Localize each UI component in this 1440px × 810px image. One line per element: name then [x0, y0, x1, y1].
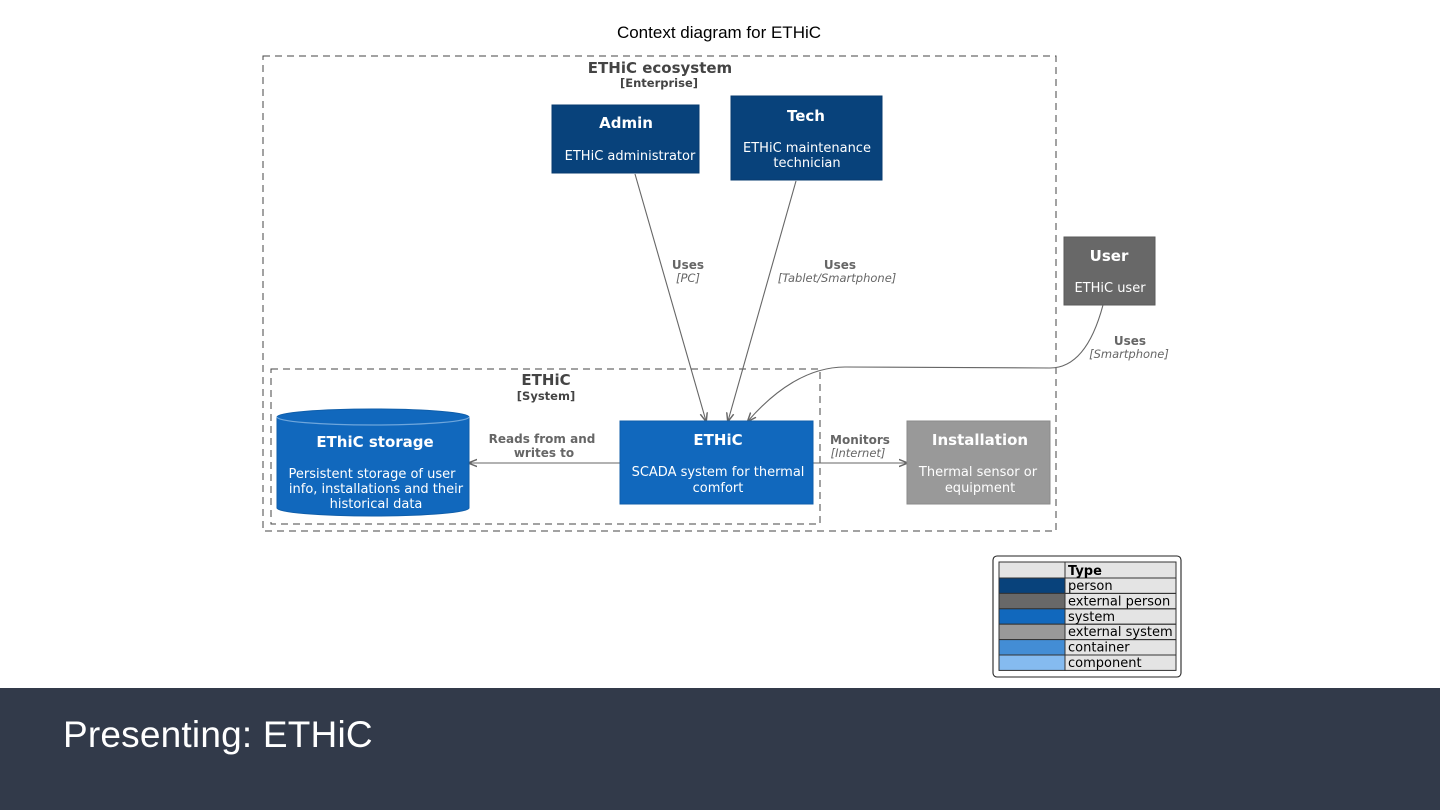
admin-uses-label: Uses — [672, 258, 704, 272]
admin-title: Admin — [599, 114, 653, 132]
legend-label-component: component — [1068, 656, 1142, 671]
user-title: User — [1090, 247, 1129, 265]
legend-swatch-component — [998, 654, 1066, 671]
ecosystem-boundary-type: [Enterprise] — [620, 76, 698, 90]
admin-desc: ETHiC administrator — [565, 149, 696, 164]
installation-desc-line-1: Thermal sensor or — [918, 465, 1038, 480]
tech-uses-tech: [Tablet/Smartphone] — [778, 271, 897, 285]
tech-uses-arrow — [728, 180, 797, 421]
monitors-tech: [Internet] — [831, 446, 886, 460]
legend-swatch-system — [998, 608, 1066, 625]
system-boundary-name: ETHiC — [521, 371, 570, 389]
monitors-label: Monitors — [830, 433, 890, 447]
system-boundary — [270, 368, 821, 525]
tech-desc-line-1: ETHiC maintenance — [743, 141, 871, 156]
legend-label-container: container — [1068, 641, 1130, 656]
footer-title: Presenting: ETHiC — [63, 714, 373, 755]
legend-swatch-container — [998, 639, 1066, 656]
user-uses-tech: [Smartphone] — [1089, 347, 1169, 361]
system-boundary-type: [System] — [517, 389, 575, 403]
legend-label-external-person: external person — [1068, 594, 1170, 609]
admin-uses-arrow — [634, 173, 706, 421]
installation-desc-line-2: equipment — [945, 481, 1015, 496]
storage-desc-line-1: Persistent storage of user — [289, 467, 457, 482]
ecosystem-boundary — [262, 55, 1057, 532]
ethic-title: ETHiC — [693, 431, 742, 449]
tech-desc-line-2: technician — [773, 156, 840, 171]
legend-label-person: person — [1068, 579, 1113, 594]
tech-uses-label: Uses — [824, 258, 856, 272]
user-node[interactable]: User ETHiC user — [1063, 236, 1156, 306]
storage-desc-line-3: historical data — [330, 497, 423, 512]
legend-swatch-external-system — [998, 623, 1066, 641]
legend-header: Type — [1068, 564, 1102, 579]
admin-node[interactable]: Admin ETHiC administrator — [551, 104, 700, 174]
tech-title: Tech — [787, 107, 825, 125]
user-uses-arrow — [748, 304, 1104, 421]
ecosystem-boundary-name: ETHiC ecosystem — [588, 59, 732, 77]
context-diagram: Context diagram for ETHiC ETHiC ecosyste… — [262, 23, 1182, 678]
legend-label-external-system: external system — [1068, 625, 1173, 640]
reads-writes-label-2: writes to — [514, 446, 574, 460]
admin-uses-tech: [PC] — [676, 271, 700, 285]
storage-desc-line-2: info, installations and their — [289, 482, 464, 497]
reads-writes-label-1: Reads from and — [489, 432, 596, 446]
diagram-title: Context diagram for ETHiC — [617, 23, 821, 42]
storage-title: EThiC storage — [316, 433, 433, 451]
user-desc: ETHiC user — [1074, 281, 1146, 296]
legend-label-system: system — [1068, 610, 1115, 625]
installation-title: Installation — [932, 431, 1028, 449]
installation-node[interactable]: Installation Thermal sensor or equipment — [906, 420, 1051, 505]
user-uses-label: Uses — [1114, 334, 1146, 348]
ethic-system-node[interactable]: ETHiC SCADA system for thermal comfort — [619, 420, 814, 505]
presentation-footer: Presenting: ETHiC — [0, 688, 1440, 810]
storage-database-node[interactable]: EThiC storage Persistent storage of user… — [276, 408, 470, 517]
legend-swatch-person — [998, 577, 1066, 594]
legend-swatch-external-person — [998, 592, 1066, 610]
tech-node[interactable]: Tech ETHiC maintenance technician — [730, 95, 883, 181]
ethic-desc-line-1: SCADA system for thermal — [632, 465, 805, 480]
ethic-desc-line-2: comfort — [693, 481, 744, 496]
